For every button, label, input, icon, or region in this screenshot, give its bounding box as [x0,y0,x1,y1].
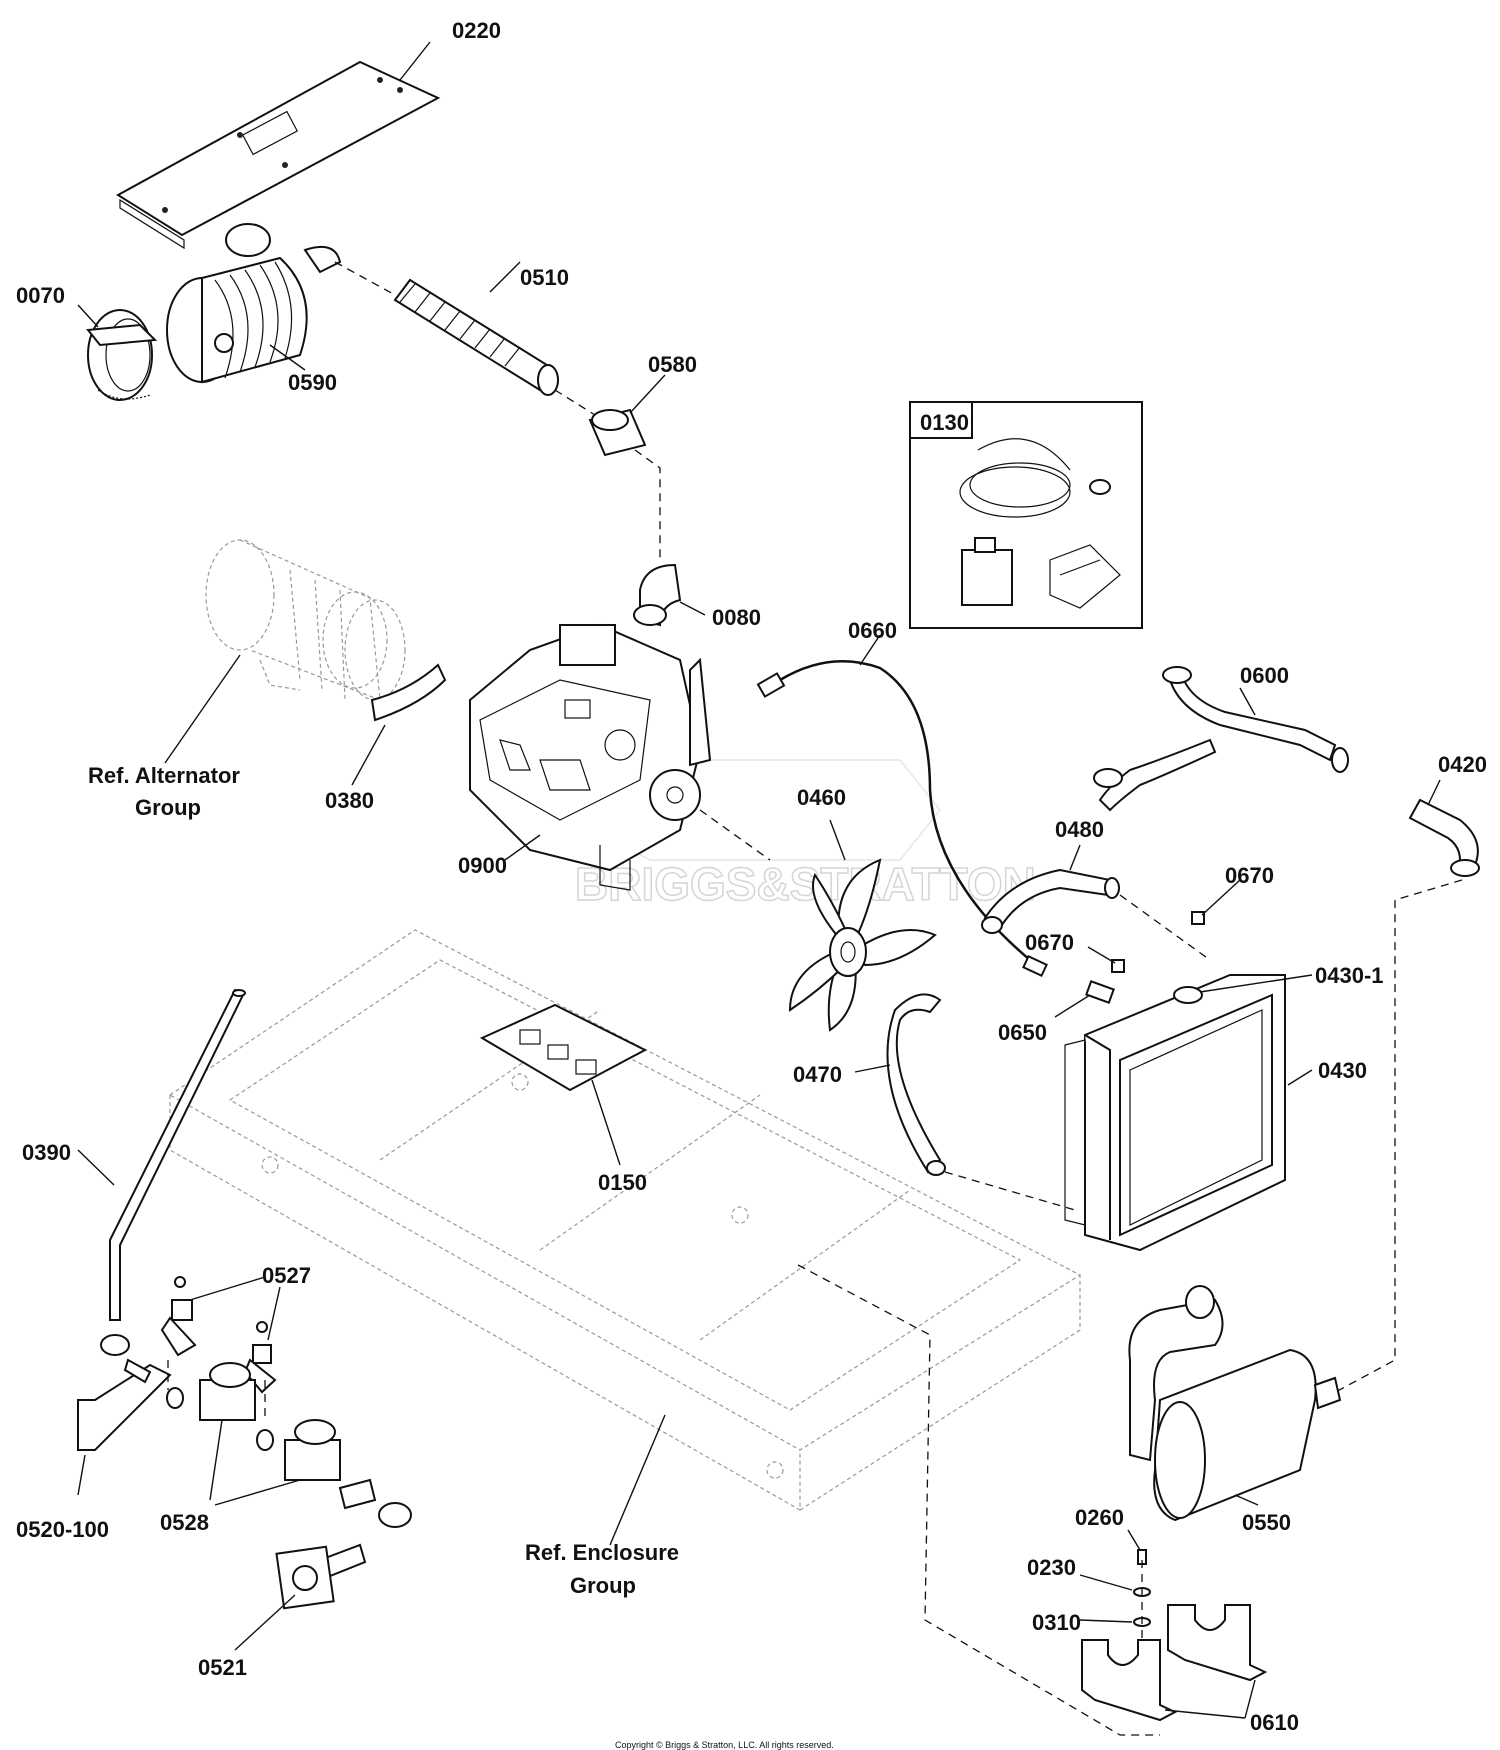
part-0527-shutoff-valve[interactable] [160,1276,277,1394]
label-0650: 0650 [998,1020,1047,1045]
label-0220: 0220 [452,18,501,43]
part-0670-clip-upper[interactable] [1191,911,1205,925]
svg-text:BRIGGS&STRATTON: BRIGGS&STRATTON [575,858,1036,910]
part-0390-flexible-line[interactable] [109,988,246,1321]
label-0430: 0430 [1318,1058,1367,1083]
label-0580: 0580 [648,352,697,377]
label-0230: 0230 [1027,1555,1076,1580]
label-ref-enclosure-line1: Ref. Enclosure [525,1540,679,1565]
part-0420-upper-hose[interactable] [1408,798,1480,877]
part-0470-lower-hose[interactable] [886,993,946,1176]
ref-enclosure-frame-outline [168,929,1082,1512]
part-0528-solenoid-valve[interactable] [166,1362,341,1481]
label-0528: 0528 [160,1510,209,1535]
copyright-notice: Copyright © Briggs & Stratton, LLC. All … [615,1740,834,1750]
part-0521-flange[interactable] [275,1545,335,1610]
part-0510-intake-hose[interactable] [393,278,559,396]
label-0420: 0420 [1438,752,1487,777]
part-0430-radiator[interactable] [1064,974,1286,1252]
label-0660: 0660 [848,618,897,643]
label-0470: 0470 [793,1062,842,1087]
label-0260: 0260 [1075,1505,1124,1530]
ref-alternator-group-outline [205,539,406,701]
label-ref-alternator-line1: Ref. Alternator [88,763,240,788]
part-0580-coupler[interactable] [588,408,647,457]
label-0310: 0310 [1032,1610,1081,1635]
label-0460: 0460 [797,785,846,810]
label-ref-enclosure-line2: Group [570,1573,636,1598]
part-0550-muffler[interactable] [1128,1285,1342,1522]
part-0070-mounting-clamp[interactable] [86,309,158,401]
label-0430-1: 0430-1 [1315,963,1384,988]
part-0610-muffler-bracket[interactable] [1081,1604,1268,1722]
label-0070: 0070 [16,283,65,308]
part-0590-air-cleaner[interactable] [166,223,342,384]
part-0130-kit-box[interactable] [909,401,1143,629]
label-0600: 0600 [1240,663,1289,688]
part-0650-sensor[interactable] [1085,980,1115,1004]
label-0670-upper: 0670 [1225,863,1274,888]
part-0600-coolant-pipe[interactable] [1093,666,1349,812]
label-0150: 0150 [598,1170,647,1195]
part-0520-100-bracket[interactable] [77,1334,172,1451]
label-0380: 0380 [325,788,374,813]
part-0660-wiring-harness[interactable] [756,660,1048,977]
label-0527: 0527 [262,1263,311,1288]
part-0480-hose[interactable] [981,868,1120,934]
label-ref-alternator-line2: Group [135,795,201,820]
label-0521: 0521 [198,1655,247,1680]
briggs-stratton-watermark: BRIGGS&STRATTON [558,759,1037,911]
label-0900: 0900 [458,853,507,878]
part-0900-engine[interactable] [469,623,712,891]
label-0610: 0610 [1250,1710,1299,1735]
label-0130: 0130 [920,410,969,435]
part-0080-elbow[interactable] [633,563,682,627]
label-0670-lower: 0670 [1025,930,1074,955]
label-0390: 0390 [22,1140,71,1165]
part-0460-cooling-fan[interactable] [788,858,937,1032]
label-0480: 0480 [1055,817,1104,842]
part-0220-top-plate[interactable] [116,60,441,250]
part-fittings[interactable] [318,1478,412,1580]
label-0510: 0510 [520,265,569,290]
label-0590: 0590 [288,370,337,395]
label-0080: 0080 [712,605,761,630]
part-0380-shield[interactable] [370,663,447,722]
label-0520-100: 0520-100 [16,1517,109,1542]
part-0150-tray[interactable] [479,1003,648,1092]
label-0550: 0550 [1242,1510,1291,1535]
